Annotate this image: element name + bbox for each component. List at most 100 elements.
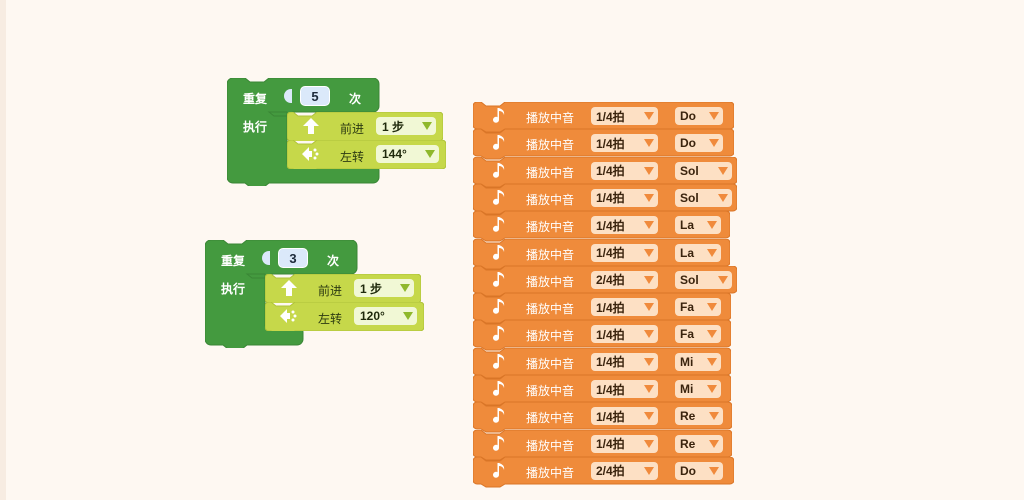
note-dropdown[interactable]: Fa — [675, 298, 721, 317]
note-dropdown[interactable]: Do — [675, 461, 723, 480]
step-value: 1 步 — [382, 119, 405, 134]
beat-value: 1/4拍 — [596, 109, 625, 124]
music-note-icon — [493, 189, 505, 205]
beat-dropdown[interactable]: 2/4拍 — [591, 461, 658, 480]
music-note-icon — [493, 162, 505, 178]
note-value: Mi — [680, 382, 694, 396]
beat-dropdown[interactable]: 1/4拍 — [591, 352, 658, 371]
beat-dropdown[interactable]: 1/4拍 — [591, 107, 658, 125]
dropdown-arrow-icon — [709, 112, 719, 120]
play-note-block[interactable]: 播放中音 1/4拍 Mi — [473, 375, 731, 406]
angle-dropdown[interactable]: 144° — [376, 145, 439, 163]
repeat-block[interactable]: 重复 5 次 执行 前进 1 步 — [227, 78, 447, 186]
do-label: 执行 — [243, 120, 268, 134]
do-label: 执行 — [221, 282, 246, 296]
repeat-count-input[interactable]: 3 — [278, 248, 308, 268]
play-note-block[interactable]: 播放中音 1/4拍 Do — [473, 129, 734, 160]
play-note-block[interactable]: 播放中音 1/4拍 Fa — [473, 293, 731, 324]
step-dropdown[interactable]: 1 步 — [354, 279, 414, 297]
note-value: Do — [680, 136, 696, 151]
turn-left-block[interactable]: 左转 144° — [287, 140, 446, 169]
play-note-block[interactable]: 播放中音 2/4拍 Sol — [473, 265, 737, 297]
play-note-block[interactable]: 播放中音 1/4拍 La — [473, 238, 730, 269]
angle-dropdown[interactable]: 120° — [354, 307, 417, 325]
note-dropdown[interactable]: Fa — [675, 325, 721, 344]
beat-value: 1/4拍 — [596, 246, 625, 260]
play-note-block[interactable]: 播放中音 1/4拍 La — [473, 211, 730, 242]
music-note-icon — [493, 462, 505, 478]
play-note-block[interactable]: 播放中音 1/4拍 Re — [473, 402, 732, 433]
step-dropdown[interactable]: 1 步 — [376, 117, 436, 135]
dropdown-arrow-icon — [400, 284, 410, 292]
note-dropdown[interactable]: Mi — [675, 352, 721, 371]
repeat-count-input[interactable]: 5 — [300, 86, 330, 106]
play-note-block[interactable]: 播放中音 1/4拍 Do — [473, 102, 734, 133]
note-dropdown[interactable]: Re — [675, 434, 723, 453]
turn-left-icon — [280, 309, 297, 323]
turn-left-block[interactable]: 左转 120° — [265, 302, 424, 331]
note-value: Sol — [680, 163, 699, 178]
beat-dropdown[interactable]: 1/4拍 — [591, 134, 658, 153]
note-value: Mi — [680, 354, 694, 369]
repeat-block[interactable]: 重复 3 次 执行 前进 1 步 — [205, 240, 425, 348]
note-dropdown[interactable]: Sol — [675, 270, 732, 289]
music-note-icon — [493, 381, 505, 396]
beat-dropdown[interactable]: 1/4拍 — [591, 243, 658, 262]
beat-value: 1/4拍 — [596, 218, 625, 233]
turn-label: 左转 — [318, 312, 343, 326]
dropdown-arrow-icon — [403, 312, 413, 320]
note-dropdown[interactable]: Sol — [675, 161, 732, 180]
beat-dropdown[interactable]: 1/4拍 — [591, 298, 658, 317]
play-note-label: 播放中音 — [526, 274, 575, 289]
play-note-block[interactable]: 播放中音 2/4拍 Do — [473, 456, 734, 488]
beat-dropdown[interactable]: 2/4拍 — [591, 270, 658, 289]
beat-value: 1/4拍 — [596, 355, 625, 370]
note-dropdown[interactable]: La — [675, 243, 721, 262]
arrow-up-icon — [281, 280, 297, 296]
note-value: La — [680, 218, 695, 233]
note-dropdown[interactable]: Sol — [675, 188, 732, 207]
beat-dropdown[interactable]: 1/4拍 — [591, 216, 658, 235]
angle-value: 120° — [360, 309, 385, 323]
beat-value: 2/4拍 — [596, 464, 625, 479]
angle-value: 144° — [382, 147, 407, 161]
music-note-icon — [493, 108, 505, 123]
note-dropdown[interactable]: Do — [675, 134, 723, 153]
music-note-icon — [493, 435, 505, 451]
beat-value: 1/4拍 — [596, 191, 625, 206]
play-note-block[interactable]: 播放中音 1/4拍 Re — [473, 429, 732, 461]
play-note-label: 播放中音 — [526, 411, 575, 426]
note-value: Sol — [680, 190, 699, 205]
dropdown-arrow-icon — [709, 139, 719, 148]
beat-dropdown[interactable]: 1/4拍 — [591, 434, 658, 453]
note-value: Fa — [680, 327, 695, 342]
note-dropdown[interactable]: Do — [675, 107, 723, 125]
beat-dropdown[interactable]: 1/4拍 — [591, 380, 658, 398]
move-forward-block[interactable]: 前进 1 步 — [265, 274, 421, 303]
note-dropdown[interactable]: Re — [675, 407, 723, 426]
move-forward-block[interactable]: 前进 1 步 — [287, 112, 443, 141]
dropdown-arrow-icon — [644, 112, 654, 120]
dropdown-arrow-icon — [709, 439, 719, 448]
note-dropdown[interactable]: Mi — [675, 380, 721, 398]
note-value: Fa — [680, 300, 695, 315]
beat-value: 1/4拍 — [596, 437, 625, 452]
workspace-edge — [0, 0, 6, 500]
beat-dropdown[interactable]: 1/4拍 — [591, 325, 658, 344]
note-value: Do — [680, 109, 696, 123]
beat-dropdown[interactable]: 1/4拍 — [591, 407, 658, 426]
turn-label: 左转 — [340, 150, 365, 164]
note-dropdown[interactable]: La — [675, 216, 721, 235]
dropdown-arrow-icon — [644, 221, 654, 230]
dropdown-arrow-icon — [644, 466, 654, 475]
play-note-block[interactable]: 播放中音 1/4拍 Fa — [473, 320, 731, 351]
play-note-block[interactable]: 播放中音 1/4拍 Sol — [473, 156, 737, 188]
repeat-label: 重复 — [221, 254, 246, 268]
play-note-label: 播放中音 — [526, 165, 575, 180]
play-note-label: 播放中音 — [526, 356, 575, 371]
beat-dropdown[interactable]: 1/4拍 — [591, 161, 658, 180]
beat-dropdown[interactable]: 1/4拍 — [591, 188, 658, 207]
play-note-block[interactable]: 播放中音 1/4拍 Sol — [473, 183, 737, 215]
play-note-block[interactable]: 播放中音 1/4拍 Mi — [473, 347, 731, 379]
